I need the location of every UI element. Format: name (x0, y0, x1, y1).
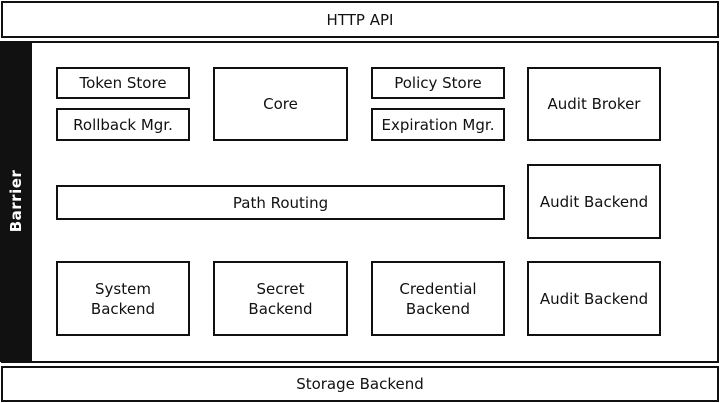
token-store-label: Token Store (79, 74, 167, 92)
path-routing-box: Path Routing (56, 185, 505, 220)
policy-store-label: Policy Store (394, 74, 482, 92)
secret-backend-label: Secret Backend (248, 279, 313, 318)
credential-backend-box: Credential Backend (371, 261, 505, 336)
credential-backend-label: Credential Backend (399, 279, 477, 318)
audit-broker-label: Audit Broker (547, 95, 641, 113)
core-box: Core (213, 67, 348, 141)
storage-backend-label: Storage Backend (296, 375, 424, 393)
barrier-label: Barrier (7, 169, 25, 233)
barrier-bar (0, 41, 32, 362)
audit-backend-label-1: Audit Backend (539, 192, 649, 211)
system-backend-label: System Backend (90, 279, 156, 318)
rollback-mgr-label: Rollback Mgr. (73, 115, 173, 134)
path-routing-label: Path Routing (232, 193, 329, 212)
system-backend-box: System Backend (56, 261, 190, 336)
core-label: Core (263, 95, 298, 113)
expiration-mgr-box: Expiration Mgr. (371, 108, 505, 141)
audit-backend-box-2: Audit Backend (527, 261, 661, 336)
token-store-box: Token Store (56, 67, 190, 99)
expiration-mgr-label: Expiration Mgr. (381, 115, 495, 134)
audit-backend-box-1: Audit Backend (527, 164, 661, 239)
audit-broker-box: Audit Broker (527, 67, 661, 141)
policy-store-box: Policy Store (371, 67, 505, 99)
rollback-mgr-box: Rollback Mgr. (56, 108, 190, 141)
audit-backend-label-2: Audit Backend (539, 289, 649, 308)
storage-backend-box: Storage Backend (1, 366, 719, 402)
secret-backend-box: Secret Backend (213, 261, 348, 336)
http-api-label: HTTP API (326, 10, 394, 29)
http-api-box: HTTP API (1, 1, 719, 38)
